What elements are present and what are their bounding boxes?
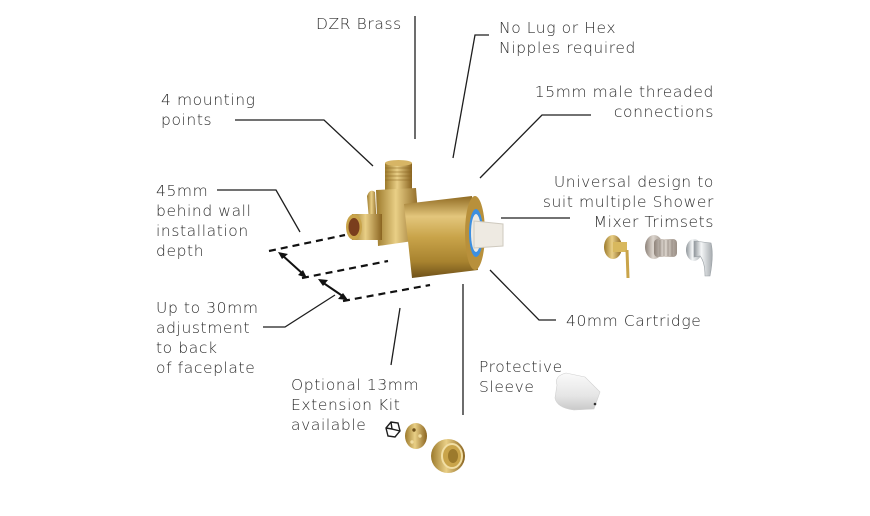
protective-sleeve [554,372,601,411]
leader-cartridge [489,269,556,321]
leader-mounting [235,119,374,167]
extension-clip-icon [385,421,401,438]
extension-kit [385,421,465,473]
top-inlet [385,163,412,191]
label-protective-sleeve: Protective Sleeve [479,358,563,396]
leader-no-lug [452,34,489,159]
depth-arrow [278,252,307,278]
valve-body [346,160,504,278]
leader-threaded [479,114,591,179]
label-dzr-brass: DZR Brass [316,15,402,33]
label-extension-kit: Optional 13mm Extension Kit available [291,376,420,434]
cartridge-housing [404,196,478,278]
cartridge-spindle [473,220,504,249]
label-threaded-connections: 15mm male threaded connections [534,83,714,121]
plane-wall-mid [301,259,389,280]
label-mounting-points: 4 mounting points [161,91,256,129]
leader-depth [217,189,301,233]
adjustment-arrow [318,279,348,300]
plane-wall-back [268,233,346,253]
trimset-nickel [645,235,677,259]
plane-faceplate [342,283,431,303]
label-no-lug: No Lug or Hex Nipples required [499,19,636,57]
trimset-chrome [686,239,713,277]
label-universal-design: Universal design to suit multiple Shower… [542,173,714,231]
leader-adjustment [263,294,336,328]
leader-extension [390,307,401,366]
label-installation-depth: 45mm behind wall installation depth [156,182,252,260]
label-cartridge: 40mm Cartridge [566,312,702,330]
label-adjustment: Up to 30mm adjustment to back of facepla… [156,299,259,377]
trimset-brass [604,235,630,279]
